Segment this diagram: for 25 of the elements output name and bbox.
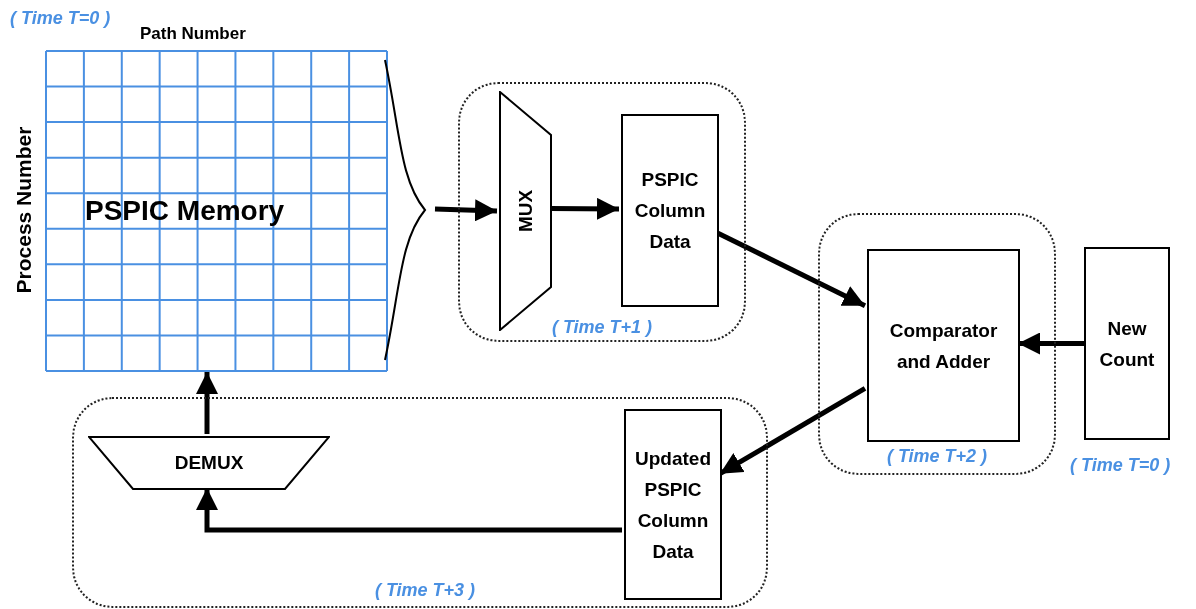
axis-label: Path Number <box>140 24 246 44</box>
demultiplexer-trapezoid <box>88 436 330 490</box>
time-stage-group <box>818 213 1056 475</box>
time-stage-group <box>72 397 768 608</box>
box-label: Updated PSPIC Column Data <box>635 446 711 564</box>
process-box <box>624 409 722 600</box>
box-label: DEMUX <box>174 452 244 474</box>
time-label: ( Time T+2 ) <box>886 446 988 467</box>
time-label: ( Time T=0 ) <box>10 8 111 29</box>
time-label: ( Time T+1 ) <box>551 317 653 338</box>
box-label: Comparator and Adder <box>888 318 999 374</box>
time-stage-group <box>458 82 746 342</box>
multiplexer-trapezoid <box>499 91 552 331</box>
arrow <box>196 488 622 533</box>
arrow <box>196 372 218 434</box>
process-box <box>867 249 1020 442</box>
time-label: ( Time T+3 ) <box>374 580 476 601</box>
axis-label: Process Number <box>12 126 36 294</box>
process-box <box>621 114 719 307</box>
box-label: PSPIC Column Data <box>634 168 706 254</box>
arrow <box>434 199 498 222</box>
process-box <box>1084 247 1170 440</box>
box-label: New Count <box>1098 316 1156 372</box>
time-label: ( Time T=0 ) <box>1070 455 1171 476</box>
box-label: MUX <box>514 189 537 233</box>
